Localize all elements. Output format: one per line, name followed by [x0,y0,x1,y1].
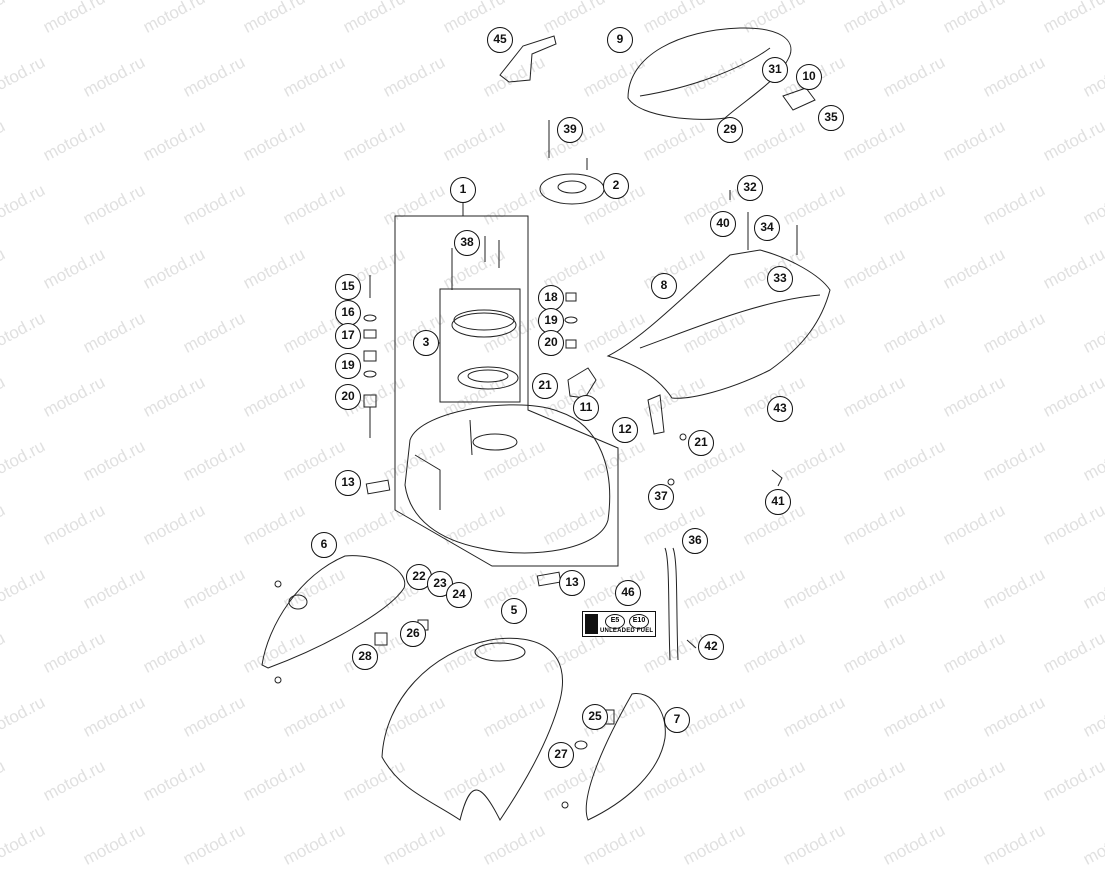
callout: 26 [400,621,426,647]
callout: 21 [532,373,558,399]
callout: 43 [767,396,793,422]
callout: 46 [615,580,641,606]
callout: 18 [538,285,564,311]
callout: 40 [710,211,736,237]
callout: 10 [796,64,822,90]
callout: 38 [454,230,480,256]
callout: 21 [688,430,714,456]
callout: 8 [651,273,677,299]
filler-cap-2 [539,173,605,205]
callout: 13 [559,570,585,596]
callout: 32 [737,175,763,201]
callout: 41 [765,489,791,515]
side-panel-6 [261,555,406,669]
bracket-12 [647,394,665,435]
callout: 42 [698,634,724,660]
callout: 24 [446,582,472,608]
callout: 37 [648,484,674,510]
seat-9 [627,27,792,120]
callout: 2 [603,173,629,199]
callout: 11 [573,395,599,421]
plate-10 [782,87,816,111]
callout: 7 [664,707,690,733]
callout: 20 [335,384,361,410]
rear-frame-8 [606,249,831,399]
callout: 6 [311,532,337,558]
callout: 28 [352,644,378,670]
callout: 9 [607,27,633,53]
callout: 15 [335,274,361,300]
callout: 19 [538,308,564,334]
e5-badge: E5 [605,614,625,629]
callout: 36 [682,528,708,554]
fuel-tank [404,404,611,554]
pump-flange-frame [439,288,521,403]
callout: 5 [501,598,527,624]
callout: 17 [335,323,361,349]
callout: 1 [450,177,476,203]
callout: 39 [557,117,583,143]
fuel-type-label-46: E5 E10 UNLEADED FUEL [582,611,656,637]
pump-ring-3 [451,312,517,338]
hose-36 [664,547,671,661]
tank-cover-5 [381,637,563,821]
pump-flange-3 [457,366,519,390]
callout: 19 [335,353,361,379]
callout: 12 [612,417,638,443]
side-panel-7 [585,693,666,821]
bracket-11 [567,367,597,399]
callout: 13 [335,470,361,496]
callout: 3 [413,330,439,356]
callout: 33 [767,266,793,292]
callout: 23 [427,571,453,597]
callout: 27 [548,742,574,768]
exploded-view-drawing [261,27,831,821]
callout: 45 [487,27,513,53]
callout: 25 [582,704,608,730]
unleaded-fuel-text: UNLEADED FUEL [600,628,654,634]
bracket-45 [499,35,557,83]
fuel-pump-icon [585,614,598,634]
e10-badge: E10 [629,614,649,629]
callout: 29 [717,117,743,143]
tank-assembly-frame [394,203,619,567]
callout: 31 [762,57,788,83]
callout: 34 [754,215,780,241]
callout: 20 [538,330,564,356]
pad-13 [365,479,391,495]
callout: 35 [818,105,844,131]
